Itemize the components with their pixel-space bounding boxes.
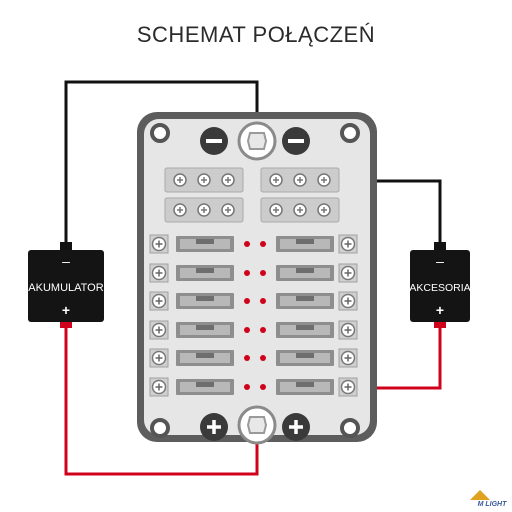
fuse-row-right-screw xyxy=(338,234,358,254)
fuse-indicator-led xyxy=(244,327,250,333)
fuse-row-left-screw xyxy=(149,263,169,283)
brand-logo-text: M LIGHT xyxy=(478,501,507,508)
positive-knob-right xyxy=(282,413,310,441)
fuse-row-left-screw xyxy=(149,377,169,397)
diagram-title: SCHEMAT POŁĄCZEŃ xyxy=(136,22,376,47)
battery-minus-label: – xyxy=(62,253,70,269)
battery-plus-label: + xyxy=(62,302,70,318)
positive-knob-left xyxy=(200,413,228,441)
accessory-minus-label: – xyxy=(436,253,444,269)
fuse-indicator-led xyxy=(260,270,266,276)
fuse-row-left-screw xyxy=(149,291,169,311)
brand-logo: M LIGHT xyxy=(470,490,507,508)
battery: – AKUMULATOR + xyxy=(28,242,104,328)
fuse-indicator-led xyxy=(260,327,266,333)
fuse-row-left-screw xyxy=(149,234,169,254)
fuse xyxy=(276,265,334,281)
fuse-row-left-screw xyxy=(149,320,169,340)
fuse xyxy=(176,293,234,309)
accessory-label: AKCESORIA xyxy=(409,282,470,294)
fuse-row-right-screw xyxy=(338,320,358,340)
fuse xyxy=(176,265,234,281)
fuse-row-right-screw xyxy=(338,291,358,311)
fuse-indicator-led xyxy=(244,270,250,276)
negative-knob-right xyxy=(282,127,310,155)
fuse xyxy=(276,236,334,252)
fuse xyxy=(276,322,334,338)
accessory-plus-label: + xyxy=(436,302,444,318)
fuse-indicator-led xyxy=(260,355,266,361)
battery-positive-wire xyxy=(64,322,259,476)
fuse xyxy=(176,350,234,366)
battery-label: AKUMULATOR xyxy=(28,282,103,294)
fuse-box xyxy=(137,112,377,445)
negative-stud-top xyxy=(237,121,277,161)
fuse-indicator-led xyxy=(244,384,250,390)
fuse-row-right-screw xyxy=(338,348,358,368)
negative-knob-left xyxy=(200,127,228,155)
fuse xyxy=(276,293,334,309)
negative-terminal-blocks xyxy=(164,167,340,223)
fuse-indicator-led xyxy=(260,241,266,247)
fuse-indicator-led xyxy=(244,355,250,361)
fuse xyxy=(176,236,234,252)
positive-stud-bottom xyxy=(237,405,277,445)
fuse xyxy=(176,322,234,338)
mounting-hole xyxy=(150,123,360,438)
fuse xyxy=(176,379,234,395)
battery-negative-wire xyxy=(64,80,259,248)
fuse-indicator-led xyxy=(260,384,266,390)
fuse-row-left-screw xyxy=(149,348,169,368)
fuse-row-right-screw xyxy=(338,263,358,283)
fuse xyxy=(276,379,334,395)
fuse-indicator-led xyxy=(244,298,250,304)
accessory-positive-wire xyxy=(350,322,442,390)
fuse-rows xyxy=(149,234,358,397)
fuse-row-right-screw xyxy=(338,377,358,397)
accessory: – AKCESORIA + xyxy=(409,242,471,328)
fuse-indicator-led xyxy=(260,298,266,304)
fuse-indicator-led xyxy=(244,241,250,247)
fuse xyxy=(276,350,334,366)
